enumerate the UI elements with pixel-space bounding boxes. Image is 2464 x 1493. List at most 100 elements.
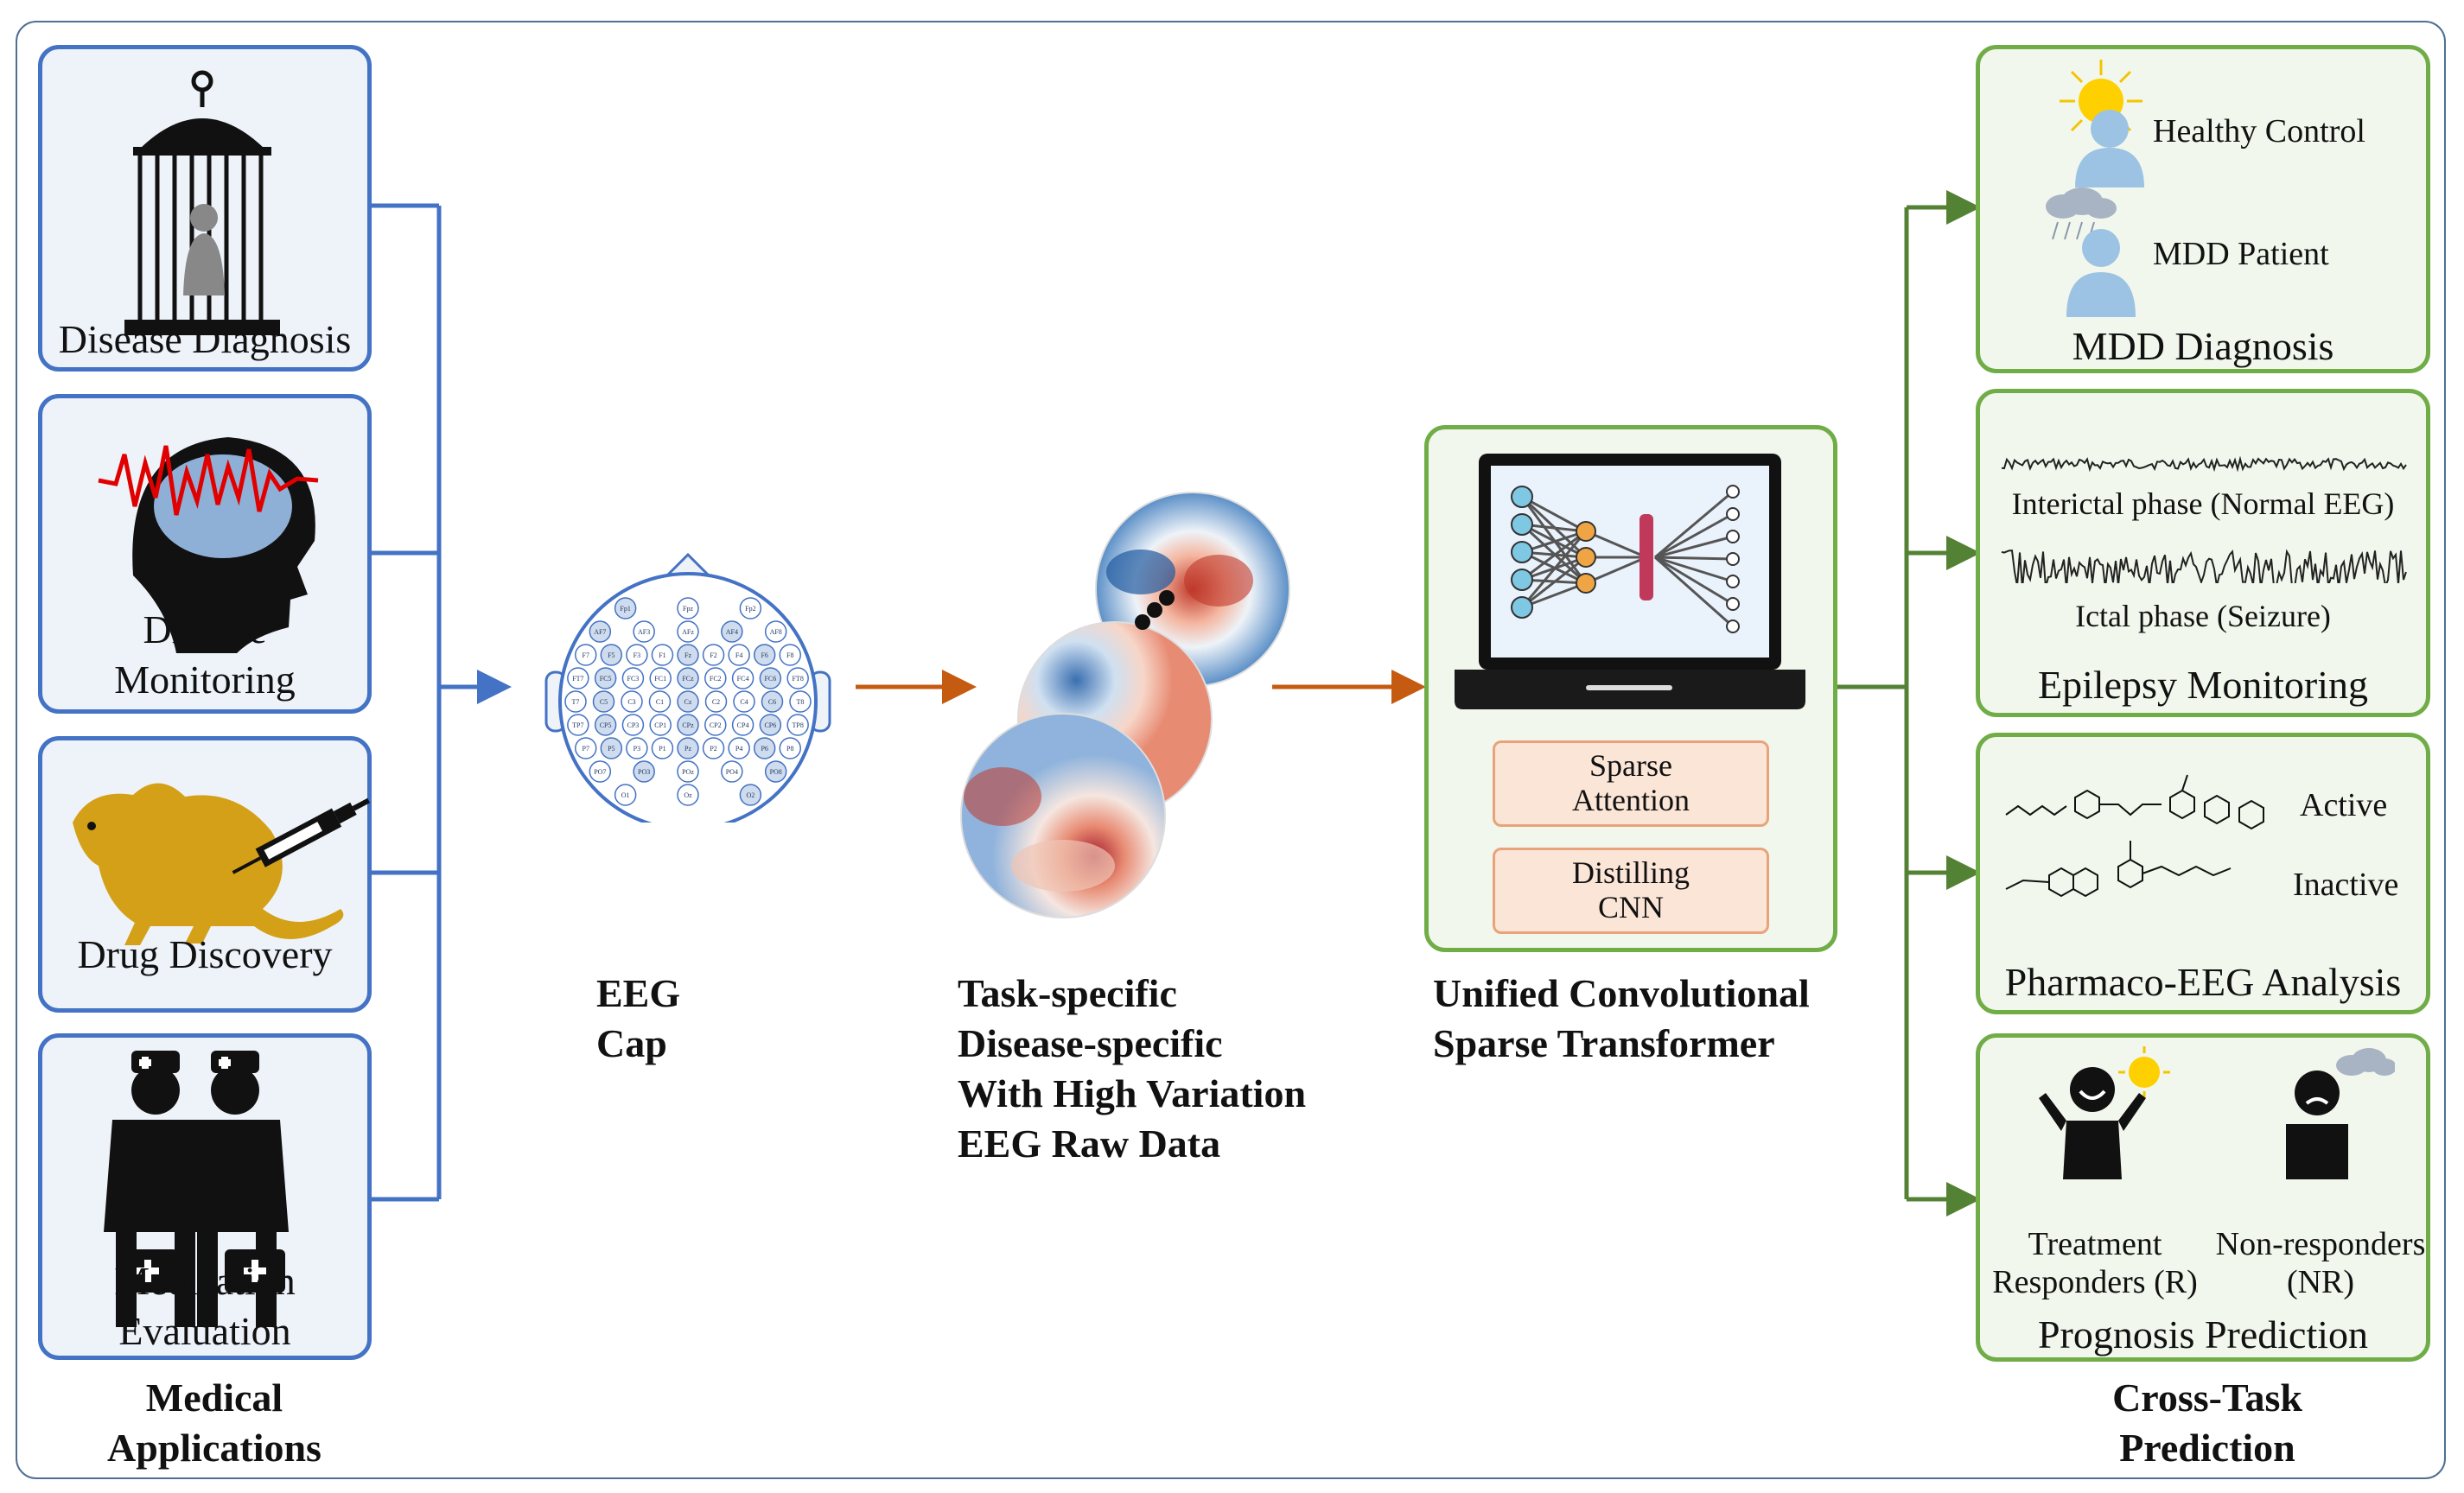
svg-text:P1: P1 [659,745,665,753]
electrode: CP6 [759,714,782,736]
card-disease-monitoring: Disease Monitoring [38,394,372,714]
svg-text:O2: O2 [746,791,754,799]
electrode: Pz [677,737,699,759]
electrode: F7 [574,644,597,666]
ellipsis-dots [1135,590,1175,630]
nn-node [1726,597,1740,611]
nn-node [1726,530,1740,543]
svg-text:F4: F4 [735,651,742,659]
card-label-medication-evaluation-2: Evaluation [118,1309,291,1353]
electrode: FT7 [567,667,589,689]
electrode: C3 [621,690,643,713]
electrode: CP5 [594,714,617,736]
svg-text:CP4: CP4 [737,721,749,729]
card-title-pharmaco-eeg: Pharmaco-EEG Analysis [2004,960,2402,1004]
card-title-prognosis-prediction: Prognosis Prediction [2037,1312,2369,1356]
card-label-medication-evaluation-1: Medication [114,1259,296,1303]
electrode: P6 [753,737,776,759]
electrode: AF8 [764,620,787,643]
label-responders-2: Responders (R) [1992,1264,2198,1300]
sad-person-icon [2286,1048,2395,1179]
electrode: PO8 [764,760,787,783]
svg-text:PO3: PO3 [638,768,650,776]
electrode: F2 [702,644,725,666]
svg-text:POz: POz [682,768,694,776]
electrode: FC3 [621,667,645,689]
svg-text:Fp2: Fp2 [745,605,755,613]
nn-node [1576,547,1596,568]
svg-text:C5: C5 [600,698,608,706]
electrode: TP8 [786,714,809,736]
electrode: O1 [614,784,637,806]
electrode: FC2 [704,667,727,689]
svg-text:C2: C2 [712,698,720,706]
molecule-icon [2005,774,2264,898]
electrode: CP2 [704,714,727,736]
svg-text:Oz: Oz [684,791,692,799]
svg-text:Pz: Pz [684,745,691,753]
electrode: F6 [753,644,776,666]
svg-text:AF3: AF3 [638,628,650,636]
happy-person-icon [2039,1046,2170,1179]
nn-node [1576,521,1596,542]
card-label-disease-monitoring-1: Disease [143,607,267,651]
right-bracket-connector [1836,190,1981,1217]
rat-syringe-icon [73,783,371,945]
electrode: PO7 [589,760,612,783]
electrode: POz [677,760,699,783]
brain-wave-head-icon [98,437,319,653]
svg-text:F5: F5 [608,651,614,659]
svg-text:T8: T8 [797,698,805,706]
svg-text:P7: P7 [583,745,589,753]
module-sparse-attention-line2: Attention [1572,783,1690,817]
card-mdd-diagnosis: Healthy Control MDD Patient MDD Diagnosi… [1976,45,2430,373]
svg-text:FC4: FC4 [737,675,749,683]
svg-text:F2: F2 [710,651,716,659]
caption-raw-data-2: Disease-specific [958,1021,1223,1065]
topomap-icon [960,713,1166,918]
electrode: AF4 [721,620,743,643]
caption-cross-task-1: Cross-Task [2112,1375,2302,1420]
svg-text:T7: T7 [572,698,580,706]
outer-frame [16,21,2446,1479]
electrode: Fz [677,644,699,666]
svg-text:Fpz: Fpz [683,605,693,613]
svg-text:TP7: TP7 [572,721,583,729]
electrode: P3 [626,737,648,759]
electrode: O2 [739,784,762,806]
electrode: P4 [728,737,750,759]
svg-text:AF8: AF8 [770,628,782,636]
nn-node [1726,619,1740,633]
electrode: Cz [677,690,699,713]
module-distilling-cnn-line2: CNN [1597,890,1664,924]
birdcage-icon [124,70,280,335]
electrode: F1 [651,644,674,666]
nn-node [1511,541,1533,563]
card-medication-evaluation: Medication Evaluation [38,1033,372,1360]
electrode: CP4 [731,714,754,736]
svg-text:Fp1: Fp1 [620,605,630,613]
nn-node [1726,507,1740,521]
svg-text:Cz: Cz [684,698,692,706]
electrode: P1 [651,737,674,759]
label-ictal: Ictal phase (Seizure) [2075,599,2331,633]
electrode: FCz [677,667,699,689]
caption-eeg-cap-2: Cap [596,1021,667,1065]
card-label-disease-monitoring-2: Monitoring [114,658,296,702]
electrode: T8 [789,690,812,713]
svg-text:F8: F8 [786,651,793,659]
nn-node [1511,569,1533,591]
doctors-icon [104,1051,289,1327]
label-inactive: Inactive [2293,867,2399,903]
topomap-stack [960,492,1290,918]
card-pharmaco-eeg: Active Inactive Pharmaco-EEG Analysis [1976,733,2430,1014]
electrode: F5 [600,644,623,666]
svg-text:AFz: AFz [682,628,694,636]
svg-text:PO4: PO4 [726,768,738,776]
electrode: AFz [677,620,699,643]
label-healthy-control: Healthy Control [2153,113,2365,149]
svg-text:FC5: FC5 [600,675,612,683]
